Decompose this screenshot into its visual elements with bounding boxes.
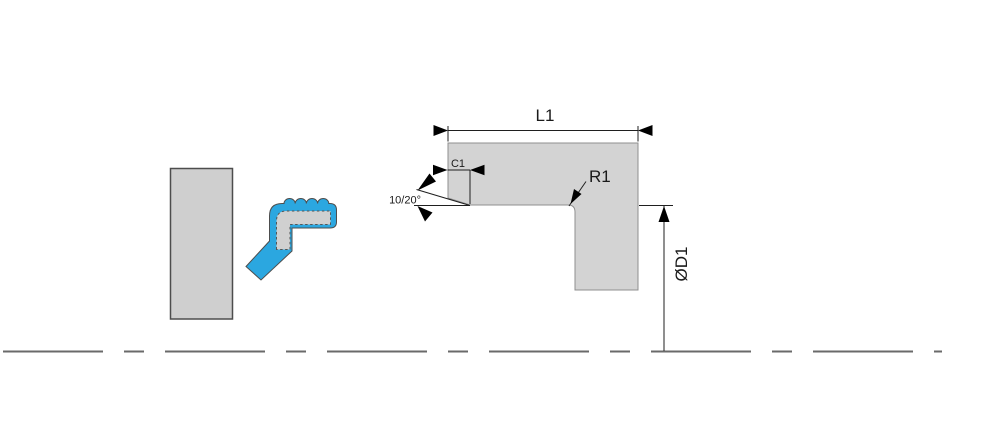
c1-dimension: C1 xyxy=(433,158,485,204)
r1-arrow-icon xyxy=(570,189,582,204)
l1-dimension: L1 xyxy=(433,106,653,142)
angle-label: 10/20° xyxy=(389,195,421,207)
l1-label: L1 xyxy=(536,106,555,125)
seal-core-insert xyxy=(276,210,331,250)
d1-label: ØD1 xyxy=(672,247,691,282)
profile-cross-section xyxy=(447,142,639,291)
seal-cross-section xyxy=(245,198,337,281)
housing-rectangle xyxy=(169,167,234,320)
d1-arrow-icon xyxy=(658,206,670,222)
d1-dimension: ØD1 xyxy=(639,205,691,351)
angle-arrow-top-icon xyxy=(417,173,436,191)
angle-dimension: 10/20° xyxy=(389,173,471,222)
l1-arrow-right-icon xyxy=(638,125,653,136)
c1-label: C1 xyxy=(451,158,465,170)
angle-arrow-bottom-icon xyxy=(417,206,433,222)
angle-chamfer-ray xyxy=(416,189,471,206)
r1-dimension: R1 xyxy=(568,167,611,207)
c1-arrow-left-icon xyxy=(433,164,448,176)
r1-label: R1 xyxy=(589,167,611,186)
l1-arrow-left-icon xyxy=(433,125,448,136)
c1-arrow-right-icon xyxy=(470,164,485,176)
